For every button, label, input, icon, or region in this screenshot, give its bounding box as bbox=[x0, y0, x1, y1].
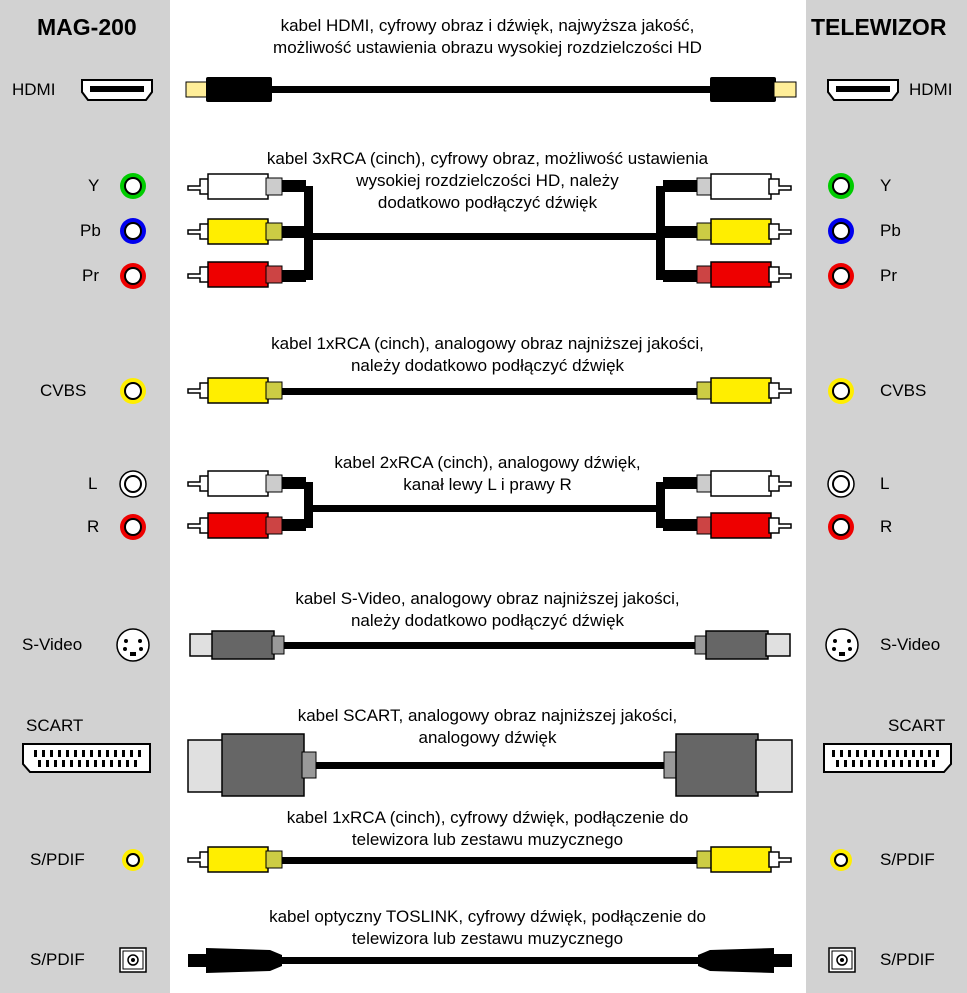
port-label-svideo: S-Video bbox=[880, 635, 941, 654]
caption-line: kabel 3xRCA (cinch), cyfrowy obraz, możl… bbox=[266, 149, 709, 168]
caption-line: telewizora lub zestawu muzycznego bbox=[351, 830, 624, 849]
port-label-r: R bbox=[87, 517, 100, 536]
rca-jack-pr-icon bbox=[120, 263, 146, 289]
audio-cable bbox=[187, 470, 792, 539]
coax-cable bbox=[187, 846, 792, 873]
port-label-scart: SCART bbox=[888, 716, 946, 735]
toslink-port-icon bbox=[119, 947, 147, 973]
caption-line: kabel SCART, analogowy obraz najniższej … bbox=[297, 706, 678, 725]
caption-line: możliwość ustawienia obrazu wysokiej roz… bbox=[273, 38, 702, 57]
caption-line: kanał lewy L i prawy R bbox=[372, 474, 603, 496]
svideo-port-icon bbox=[825, 628, 859, 662]
port-label-pb: Pb bbox=[80, 221, 101, 240]
rca-jack-r-icon bbox=[120, 514, 146, 540]
rca-jack-l-icon bbox=[119, 470, 147, 498]
port-label-pb: Pb bbox=[880, 221, 901, 240]
rca-jack-pr-icon bbox=[828, 263, 854, 289]
caption-line: analogowy dźwięk bbox=[407, 727, 568, 749]
caption-line: kabel 2xRCA (cinch), analogowy dźwięk, bbox=[334, 453, 641, 472]
hdmi-caption: kabel HDMI, cyfrowy obraz i dźwięk, najw… bbox=[180, 15, 795, 59]
toslink-port-icon bbox=[828, 947, 856, 973]
rca-jack-spdif-icon bbox=[122, 849, 144, 871]
hdmi-port-icon bbox=[81, 79, 153, 101]
port-label-spdif: S/PDIF bbox=[30, 850, 85, 869]
port-label-spdif: S/PDIF bbox=[880, 950, 935, 969]
rca-jack-spdif-icon bbox=[830, 849, 852, 871]
port-label-l: L bbox=[880, 474, 890, 493]
caption-line: należy dodatkowo podłączyć dźwięk bbox=[350, 611, 625, 630]
coax-caption: kabel 1xRCA (cinch), cyfrowy dźwięk, pod… bbox=[180, 807, 795, 851]
hdmi-port-icon bbox=[827, 79, 899, 101]
port-label-spdif: S/PDIF bbox=[880, 850, 935, 869]
caption-line: kabel 1xRCA (cinch), cyfrowy dźwięk, pod… bbox=[286, 808, 689, 827]
rca-jack-l-icon bbox=[827, 470, 855, 498]
composite-caption: kabel 1xRCA (cinch), analogowy obraz naj… bbox=[180, 333, 795, 377]
port-label-y: Y bbox=[880, 176, 892, 195]
scart-cable bbox=[187, 733, 793, 797]
composite-cable bbox=[187, 377, 792, 404]
rca-jack-cvbs-icon bbox=[120, 378, 146, 404]
port-label-hdmi: HDMI bbox=[909, 80, 953, 99]
svideo-port-icon bbox=[116, 628, 150, 662]
component-caption: kabel 3xRCA (cinch), cyfrowy obraz, możl… bbox=[180, 148, 795, 214]
rca-jack-r-icon bbox=[828, 514, 854, 540]
svideo-caption: kabel S-Video, analogowy obraz najniższe… bbox=[180, 588, 795, 632]
port-label-cvbs: CVBS bbox=[880, 381, 927, 400]
tv-panel bbox=[806, 0, 967, 993]
scart-caption: kabel SCART, analogowy obraz najniższej … bbox=[180, 705, 795, 749]
rca-jack-y-icon bbox=[828, 173, 854, 199]
caption-line: dodatkowo podłączyć dźwięk bbox=[357, 192, 618, 214]
hdmi-cable bbox=[185, 77, 797, 102]
rca-jack-cvbs-icon bbox=[828, 378, 854, 404]
port-label-l: L bbox=[88, 474, 98, 493]
port-label-cvbs: CVBS bbox=[40, 381, 87, 400]
rca-jack-pb-icon bbox=[828, 218, 854, 244]
port-label-spdif: S/PDIF bbox=[30, 950, 85, 969]
port-label-hdmi: HDMI bbox=[12, 80, 56, 99]
scart-port-icon bbox=[22, 743, 151, 773]
rca-jack-y-icon bbox=[120, 173, 146, 199]
caption-line: kabel HDMI, cyfrowy obraz i dźwięk, najw… bbox=[280, 16, 695, 35]
mag200-panel bbox=[0, 0, 170, 993]
port-label-y: Y bbox=[88, 176, 100, 195]
caption-line: kabel optyczny TOSLINK, cyfrowy dźwięk, … bbox=[269, 907, 706, 926]
audio-caption: kabel 2xRCA (cinch), analogowy dźwięk, k… bbox=[180, 452, 795, 496]
mag200-title: MAG-200 bbox=[37, 14, 137, 40]
port-label-r: R bbox=[880, 517, 893, 536]
optical-cable bbox=[188, 948, 792, 973]
rca-jack-pb-icon bbox=[120, 218, 146, 244]
port-label-scart: SCART bbox=[26, 716, 84, 735]
component-cable bbox=[187, 173, 792, 288]
caption-line: kabel 1xRCA (cinch), analogowy obraz naj… bbox=[271, 334, 704, 353]
tv-title: TELEWIZOR bbox=[811, 14, 947, 40]
port-label-pr: Pr bbox=[880, 266, 897, 285]
optical-caption: kabel optyczny TOSLINK, cyfrowy dźwięk, … bbox=[180, 906, 795, 950]
caption-line: kabel S-Video, analogowy obraz najniższe… bbox=[295, 589, 680, 608]
port-label-pr: Pr bbox=[82, 266, 99, 285]
port-label-svideo: S-Video bbox=[22, 635, 83, 654]
caption-line: należy dodatkowo podłączyć dźwięk bbox=[350, 356, 625, 375]
caption-line: wysokiej rozdzielczości HD, należy bbox=[337, 170, 638, 192]
caption-line: telewizora lub zestawu muzycznego bbox=[351, 929, 624, 948]
svideo-cable bbox=[189, 630, 791, 660]
scart-port-icon bbox=[823, 743, 952, 773]
